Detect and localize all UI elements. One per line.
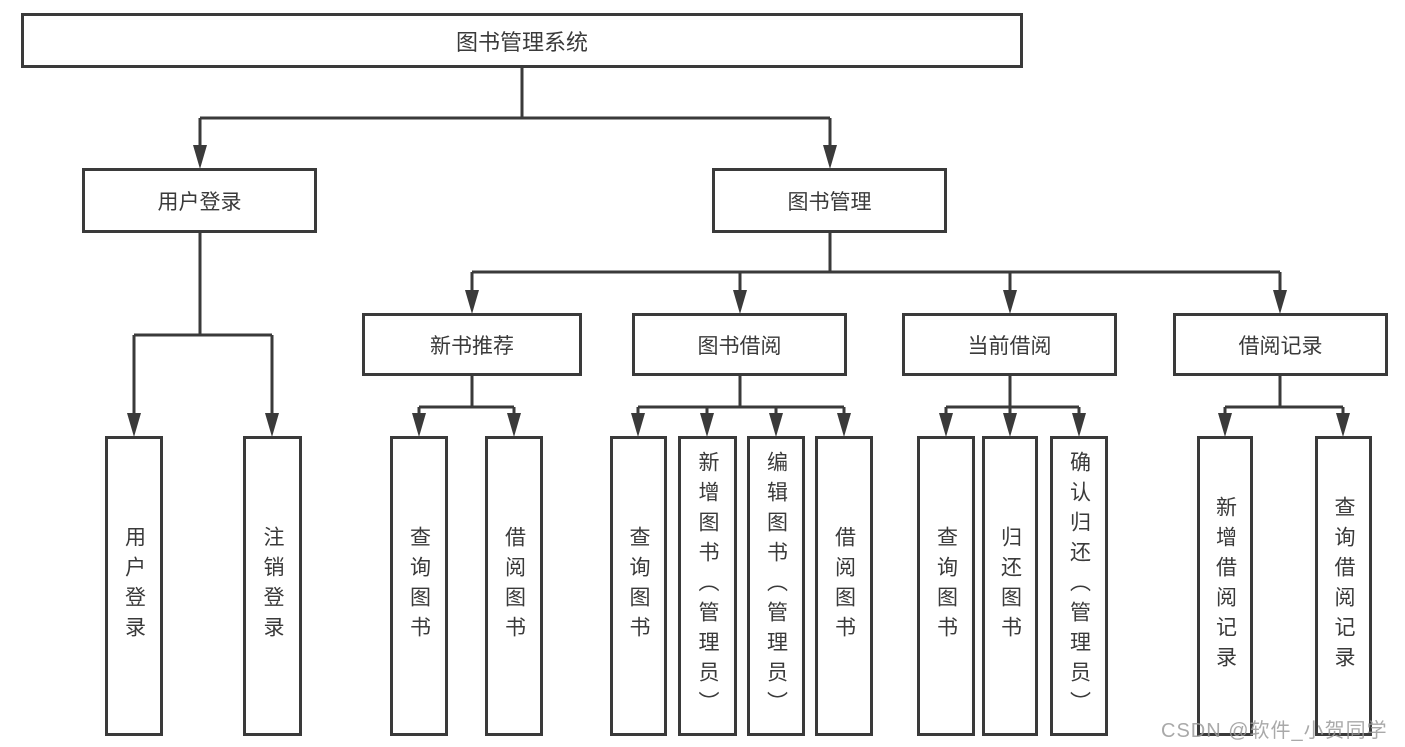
leaf-current-return-books: 归还图书 [982,436,1038,736]
leaf-logout: 注销登录 [243,436,302,736]
node-user-login-label: 用户登录 [157,190,242,214]
leaf-recommend-query-books: 查询图书 [390,436,448,736]
leaf-borrowing-add-books-admin-label: 新增图书（管理员） [696,451,720,721]
leaf-records-add-record-label: 新增借阅记录 [1213,496,1237,676]
node-new-book-recommend: 新书推荐 [362,313,582,376]
leaf-user-login: 用户登录 [105,436,163,736]
node-new-book-recommend-label: 新书推荐 [430,334,514,358]
node-book-management-label: 图书管理 [787,190,872,214]
node-current-borrowing-label: 当前借阅 [967,334,1052,358]
leaf-records-query-record: 查询借阅记录 [1315,436,1372,736]
leaf-borrowing-edit-books-admin-label: 编辑图书（管理员） [764,451,788,721]
leaf-user-login-label: 用户登录 [122,526,146,646]
node-borrowing-records-label: 借阅记录 [1238,334,1323,358]
node-library-system: 图书管理系统 [21,13,1023,68]
node-book-management: 图书管理 [712,168,947,233]
leaf-current-confirm-return-admin-label: 确认归还（管理员） [1067,451,1091,721]
node-borrowing-records: 借阅记录 [1173,313,1388,376]
leaf-current-confirm-return-admin: 确认归还（管理员） [1050,436,1108,736]
csdn-watermark: CSDN @软件_小贺同学 [1161,720,1388,742]
leaf-recommend-borrow-books-label: 借阅图书 [502,526,526,646]
leaf-records-query-record-label: 查询借阅记录 [1332,496,1356,676]
leaf-recommend-query-books-label: 查询图书 [407,526,431,646]
node-book-borrowing: 图书借阅 [632,313,847,376]
leaf-current-query-books-label: 查询图书 [934,526,958,646]
leaf-current-query-books: 查询图书 [917,436,975,736]
node-book-borrowing-label: 图书借阅 [697,334,782,358]
leaf-borrowing-query-books-label: 查询图书 [627,526,651,646]
node-library-system-label: 图书管理系统 [455,29,588,55]
leaf-logout-label: 注销登录 [261,526,285,646]
leaf-current-return-books-label: 归还图书 [998,526,1022,646]
node-user-login: 用户登录 [82,168,317,233]
leaf-recommend-borrow-books: 借阅图书 [485,436,543,736]
leaf-borrowing-borrow-books-label: 借阅图书 [832,526,856,646]
leaf-borrowing-query-books: 查询图书 [610,436,667,736]
leaf-records-add-record: 新增借阅记录 [1197,436,1253,736]
node-current-borrowing: 当前借阅 [902,313,1117,376]
leaf-borrowing-borrow-books: 借阅图书 [815,436,873,736]
leaf-borrowing-edit-books-admin: 编辑图书（管理员） [747,436,805,736]
leaf-borrowing-add-books-admin: 新增图书（管理员） [678,436,737,736]
